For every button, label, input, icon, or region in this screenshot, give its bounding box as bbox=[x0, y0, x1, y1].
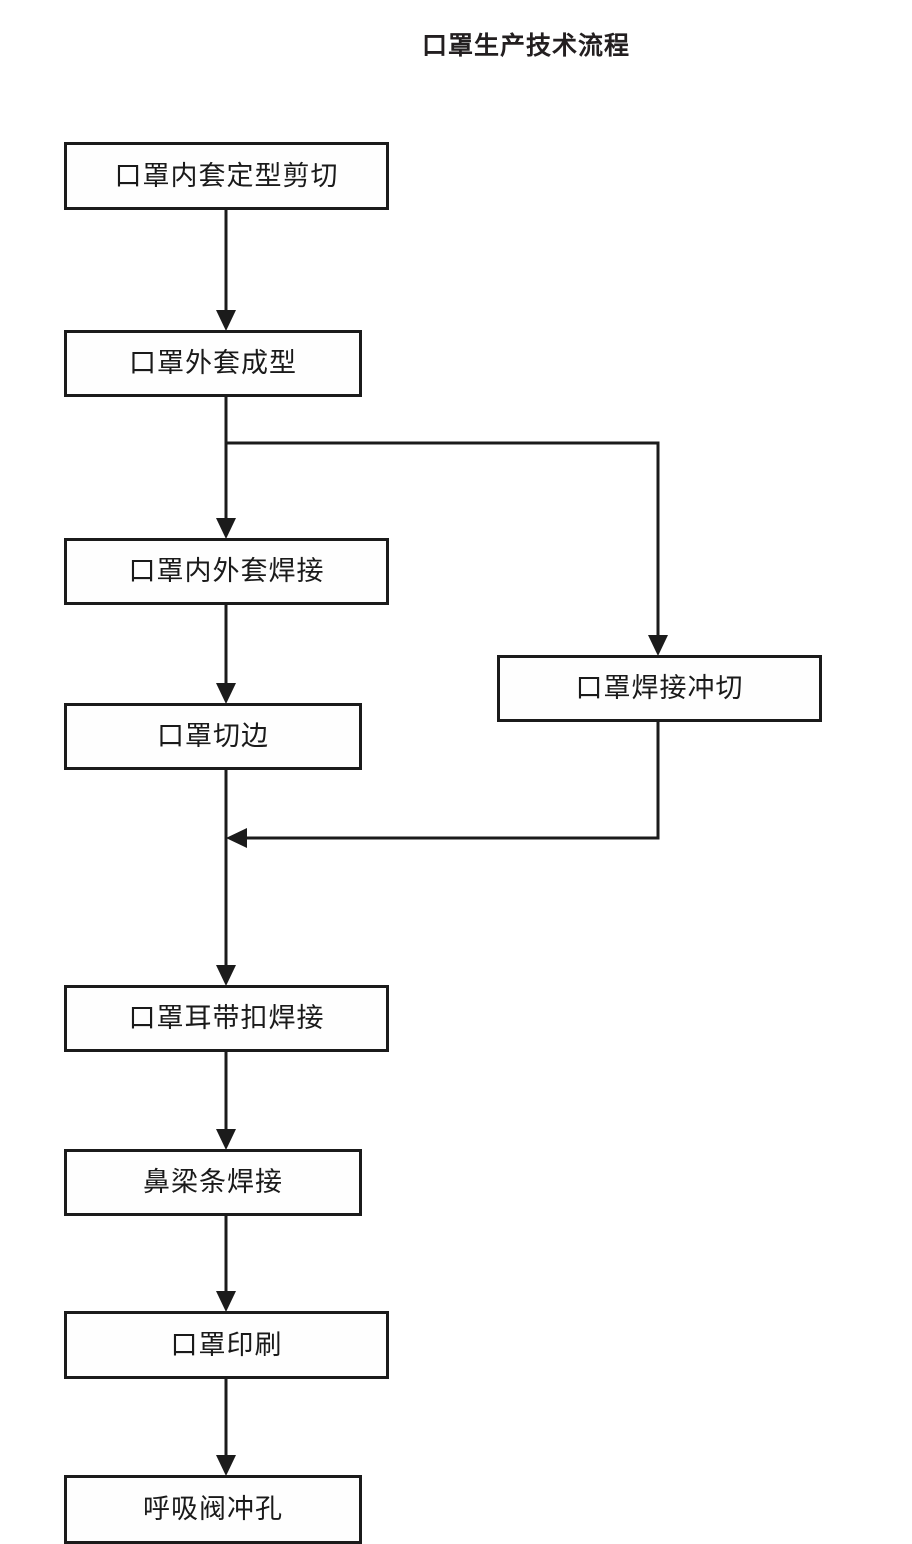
flow-node-label: 口罩印刷 bbox=[170, 1329, 283, 1361]
flow-node-label: 口罩内套定型剪切 bbox=[114, 160, 339, 192]
flow-node-inner-outer-welding[interactable]: 口罩内外套焊接 bbox=[64, 538, 389, 605]
flow-node-mask-printing[interactable]: 口罩印刷 bbox=[64, 1311, 389, 1379]
page-title: 口罩生产技术流程 bbox=[421, 31, 630, 60]
flow-node-label: 口罩耳带扣焊接 bbox=[128, 1003, 325, 1034]
flow-node-label: 口罩切边 bbox=[157, 721, 269, 752]
flow-node-edge-cutting[interactable]: 口罩切边 bbox=[64, 703, 362, 770]
edge-n8-to-n9 bbox=[216, 1379, 236, 1476]
flow-node-label: 呼吸阀冲孔 bbox=[143, 1494, 283, 1525]
flow-node-label: 口罩内外套焊接 bbox=[128, 556, 325, 587]
edge-n2-to-n3 bbox=[216, 397, 236, 539]
flow-node-label: 口罩外套成型 bbox=[129, 348, 297, 379]
flow-node-earloop-buckle-welding[interactable]: 口罩耳带扣焊接 bbox=[64, 985, 389, 1052]
edge-n6-to-n7 bbox=[216, 1052, 236, 1150]
flow-node-outer-shell-forming[interactable]: 口罩外套成型 bbox=[64, 330, 362, 397]
edge-n3-to-n4 bbox=[216, 605, 236, 704]
flow-node-breathing-valve-punching[interactable]: 呼吸阀冲孔 bbox=[64, 1475, 362, 1544]
flow-node-label: 口罩焊接冲切 bbox=[575, 673, 744, 704]
flow-node-inner-shell-cut[interactable]: 口罩内套定型剪切 bbox=[64, 142, 389, 210]
flow-node-nose-bridge-welding[interactable]: 鼻梁条焊接 bbox=[64, 1149, 362, 1216]
edge-n1-to-n2 bbox=[216, 210, 236, 331]
flow-node-label: 鼻梁条焊接 bbox=[143, 1167, 283, 1198]
edge-n4-to-n6 bbox=[216, 770, 236, 986]
flow-node-weld-punch-cutting[interactable]: 口罩焊接冲切 bbox=[497, 655, 822, 722]
edge-n7-to-n8 bbox=[216, 1216, 236, 1312]
